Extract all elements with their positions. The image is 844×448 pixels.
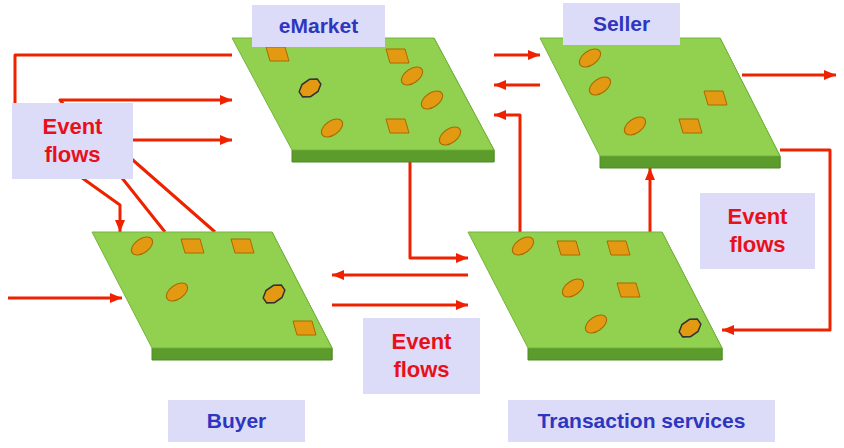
port-symbol <box>576 45 604 70</box>
port-symbol <box>704 91 727 105</box>
port-symbol <box>621 113 649 138</box>
event-flows-label: Event flows <box>700 193 815 269</box>
platform: Seller <box>540 38 780 168</box>
platform-name: Transaction services <box>508 400 775 442</box>
event-flow-arrow <box>410 162 468 258</box>
platform-label-box: eMarket <box>252 5 385 47</box>
platform-name: eMarket <box>252 5 385 47</box>
port-symbol <box>163 279 191 304</box>
event-flow-arrow <box>494 84 540 87</box>
platform-slab <box>232 38 494 162</box>
platform-name: Seller <box>563 3 680 45</box>
port-symbol <box>386 119 409 133</box>
callout-box: Event flows <box>700 193 815 269</box>
port-symbol <box>293 321 316 335</box>
platform-label-box: Seller <box>563 3 680 45</box>
port-symbol <box>398 63 426 88</box>
callout-box: Event flows <box>363 318 480 394</box>
event-flow-arrow <box>332 304 468 307</box>
platform: Buyer <box>92 232 332 360</box>
port-symbol <box>297 76 324 101</box>
port-symbol <box>386 49 409 63</box>
port-symbol <box>677 316 704 341</box>
port-symbol <box>509 233 537 258</box>
output-arrow <box>742 74 836 77</box>
platform-slab <box>468 232 722 360</box>
port-symbol <box>318 115 346 140</box>
port-symbol <box>617 283 640 297</box>
event-flow-arrow <box>494 115 520 232</box>
port-symbol <box>181 239 204 253</box>
event-flows-label: Event flows <box>363 318 480 394</box>
event-flow-arrow <box>332 274 468 277</box>
port-symbol <box>266 47 289 61</box>
platform-slab <box>92 232 332 360</box>
platform-label-box: Transaction services <box>508 400 775 442</box>
port-symbol <box>607 241 630 255</box>
event-flow-arrow <box>494 54 540 57</box>
callout-box: Event flows <box>12 103 133 179</box>
event-flows-label: Event flows <box>12 103 133 179</box>
port-symbol <box>559 275 587 300</box>
port-symbol <box>586 73 614 98</box>
event-flow-arrow <box>649 168 652 232</box>
port-symbol <box>231 239 254 253</box>
platform-name: Buyer <box>168 400 305 442</box>
port-symbol <box>261 282 288 307</box>
port-symbol <box>128 233 156 258</box>
input-arrow <box>8 297 122 300</box>
port-symbol <box>557 241 580 255</box>
port-symbol <box>582 311 610 336</box>
platform-label-box: Buyer <box>168 400 305 442</box>
port-symbol <box>679 119 702 133</box>
port-symbol <box>436 123 464 148</box>
port-symbol <box>418 87 446 112</box>
platform: eMarket <box>232 38 494 162</box>
platform: Transaction services <box>468 232 722 360</box>
platform-slab <box>540 38 780 168</box>
